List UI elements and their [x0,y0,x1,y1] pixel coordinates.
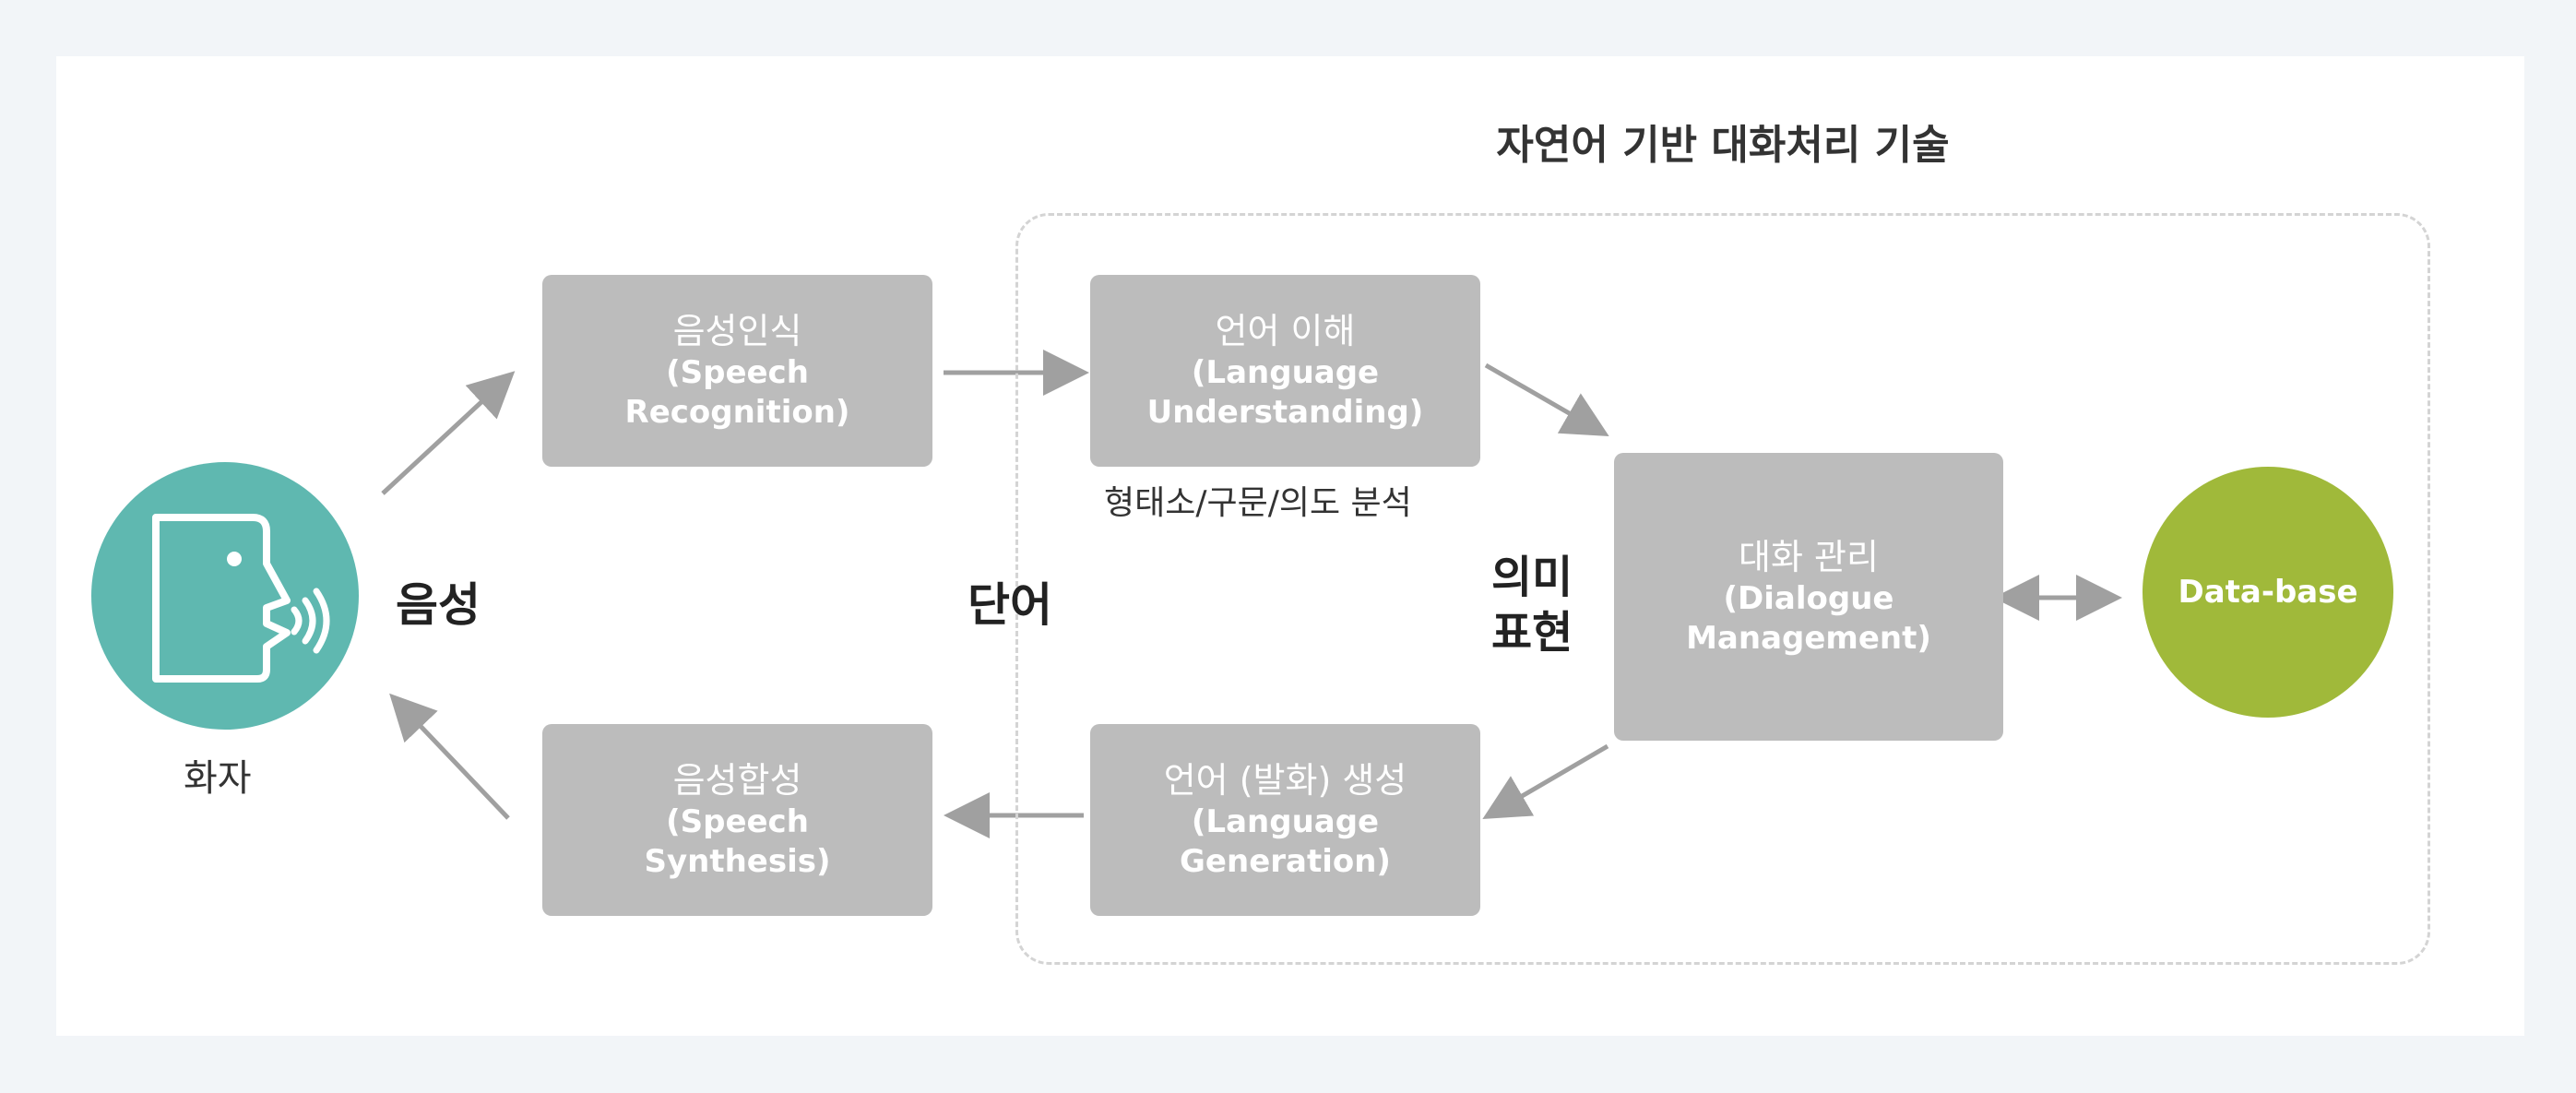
word-label: 단어 [967,578,1052,632]
arrow-dialogue-to-generation [1482,743,1609,820]
language-understanding-en1: (Language [1191,354,1380,392]
voice-label: 음성 [396,578,481,632]
speech-synthesis-box: 음성합성 (Speech Synthesis) [542,724,932,916]
diagram-canvas: 자연어 기반 대화처리 기술 화자 음성인식 (Speech Recogniti… [56,56,2524,1036]
dialogue-management-en2: Management) [1686,619,1931,657]
speech-recognition-en2: Recognition) [624,393,850,431]
language-generation-en2: Generation) [1180,842,1391,880]
language-generation-box: 언어 (발화) 생성 (Language Generation) [1090,724,1480,916]
region-title: 자연어 기반 대화처리 기술 [1496,122,1950,169]
arrows-layer [381,350,2122,838]
language-generation-en1: (Language [1191,803,1380,841]
speech-synthesis-en1: (Speech [666,803,809,841]
dialogue-management-en1: (Dialogue [1723,580,1894,618]
language-understanding-ko: 언어 이해 [1215,310,1356,351]
speaking-head-icon [152,514,330,683]
speech-recognition-box: 음성인식 (Speech Recognition) [542,275,932,467]
dialogue-management-box: 대화 관리 (Dialogue Management) [1614,453,2003,741]
speaker-node [91,462,359,730]
meaning-label-line2: 표현 [1491,607,1573,659]
speech-recognition-ko: 음성인식 [672,310,802,351]
speech-recognition-en1: (Speech [666,354,809,392]
arrow-speaker-to-recognition [381,371,516,495]
arrow-understanding-to-dialogue [1484,362,1609,436]
speech-synthesis-en2: Synthesis) [644,842,831,880]
nlp-region-boundary [1015,213,2430,965]
dialogue-management-ko: 대화 관리 [1739,536,1879,577]
arrow-synthesis-to-speaker [389,693,510,820]
meaning-label-line1: 의미 [1491,552,1573,603]
analysis-label: 형태소/구문/의도 분석 [1104,484,1412,522]
database-node: Data-base [2143,467,2393,718]
language-understanding-en2: Understanding) [1146,393,1424,431]
language-generation-ko: 언어 (발화) 생성 [1163,759,1407,801]
speaker-label: 화자 [184,757,252,800]
database-label: Data-base [2178,574,2358,611]
language-understanding-box: 언어 이해 (Language Understanding) [1090,275,1480,467]
speech-synthesis-ko: 음성합성 [672,759,802,801]
